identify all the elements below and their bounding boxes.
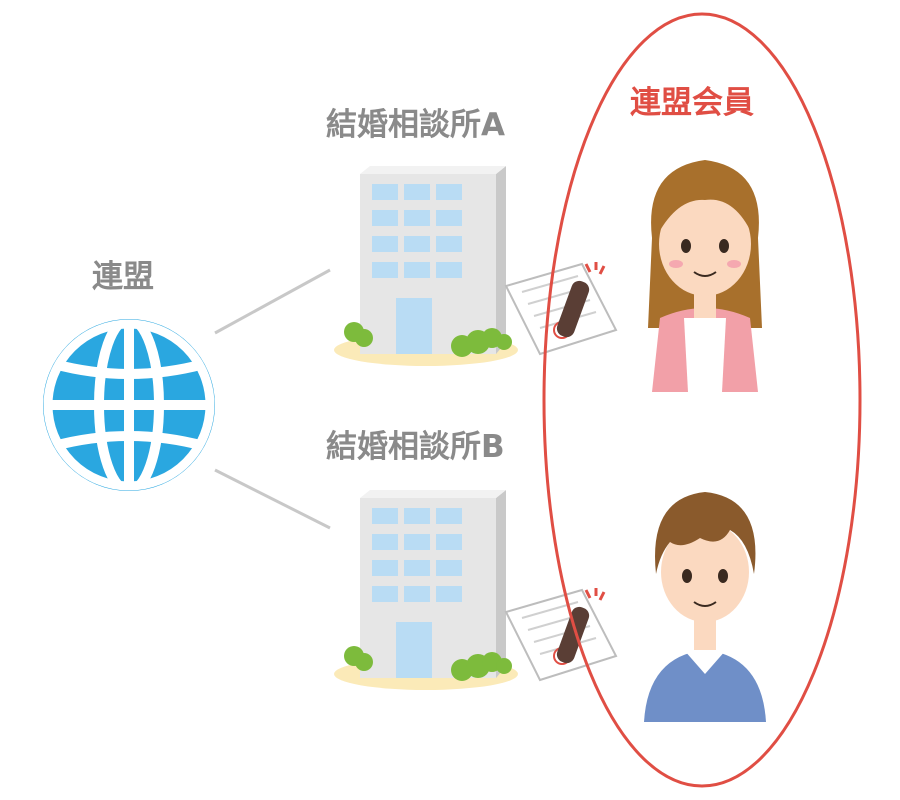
man-avatar — [644, 492, 766, 722]
members-label: 連盟会員 — [630, 85, 754, 121]
contract-b-icon — [504, 588, 618, 682]
agency-b-label: 結婚相談所B — [326, 429, 505, 465]
agency-a-label: 結婚相談所A — [326, 107, 505, 143]
federation-label: 連盟 — [92, 259, 154, 295]
office-building-b-icon — [334, 490, 518, 690]
connector-line-a — [214, 268, 331, 335]
contract-a-icon — [504, 262, 618, 356]
woman-avatar — [648, 160, 762, 392]
globe-icon — [43, 319, 215, 491]
connector-line-b — [214, 468, 331, 530]
office-building-a-icon — [334, 166, 518, 366]
